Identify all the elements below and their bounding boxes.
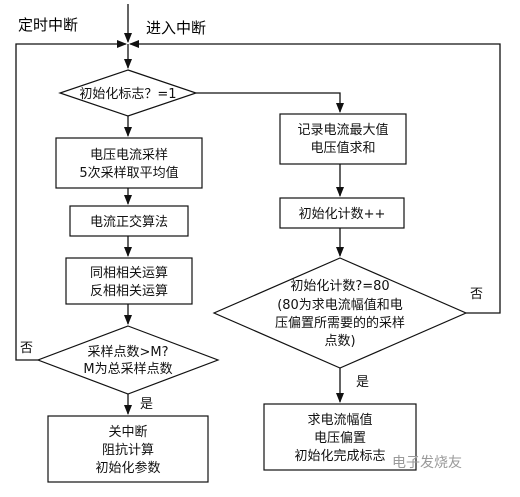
count-check-diamond [212,257,468,369]
count-check-no-loop-arrow [129,40,501,314]
count-check-text-4: 点数) [324,334,355,349]
correlation-text-2: 反相相关运算 [90,284,168,299]
count-check-text-2: (80为求电流幅值和电 [277,297,403,313]
sample-points-no-label: 否 [20,341,33,356]
count-check-yes-label: 是 [356,375,369,390]
timer-interrupt-label: 定时中断 [18,16,78,34]
sampling-box [55,137,203,189]
record-text-1: 记录电流最大值 [297,122,388,138]
orthogonal-text: 电流正交算法 [90,214,168,230]
close-interrupt-text-2: 阻抗计算 [102,443,154,458]
sample-points-text-2: M为总采样点数 [83,362,172,377]
close-interrupt-text-3: 初始化参数 [95,460,160,476]
result-text-2: 电压偏置 [314,431,366,446]
close-interrupt-box [47,415,209,483]
count-check-text-3: 压偏置所需要的的采样 [275,315,405,331]
sample-points-diamond [36,325,220,395]
sample-points-yes-label: 是 [140,397,153,412]
correlation-text-1: 同相相关运算 [90,266,168,281]
init-flag-to-record-arrow [196,92,344,113]
result-box [263,403,417,471]
record-text-2: 电压值求和 [310,140,375,156]
close-interrupt-text-1: 关中断 [108,425,147,440]
result-text-3: 初始化完成标志 [294,449,385,464]
sample-points-no-loop-arrow [15,40,127,361]
orthogonal-box [69,205,189,237]
count-check-text-1: 初始化计数?=80 [290,279,389,294]
watermark-text: 电子发烧友 [392,455,462,471]
init-count-text: 初始化计数++ [299,207,386,222]
init-count-box [279,197,405,229]
enter-interrupt-label: 进入中断 [146,19,206,37]
init-flag-text: 初始化标志？=1 [79,87,176,102]
result-text-1: 求电流幅值 [307,412,372,428]
record-box [279,113,407,165]
correlation-box [65,257,193,305]
sample-points-text-1: 采样点数>M? [87,345,168,360]
count-check-no-label: 否 [470,287,483,302]
sampling-text-1: 电压电流采样 [90,148,168,163]
sampling-text-2: 5次采样取平均值 [79,165,178,181]
